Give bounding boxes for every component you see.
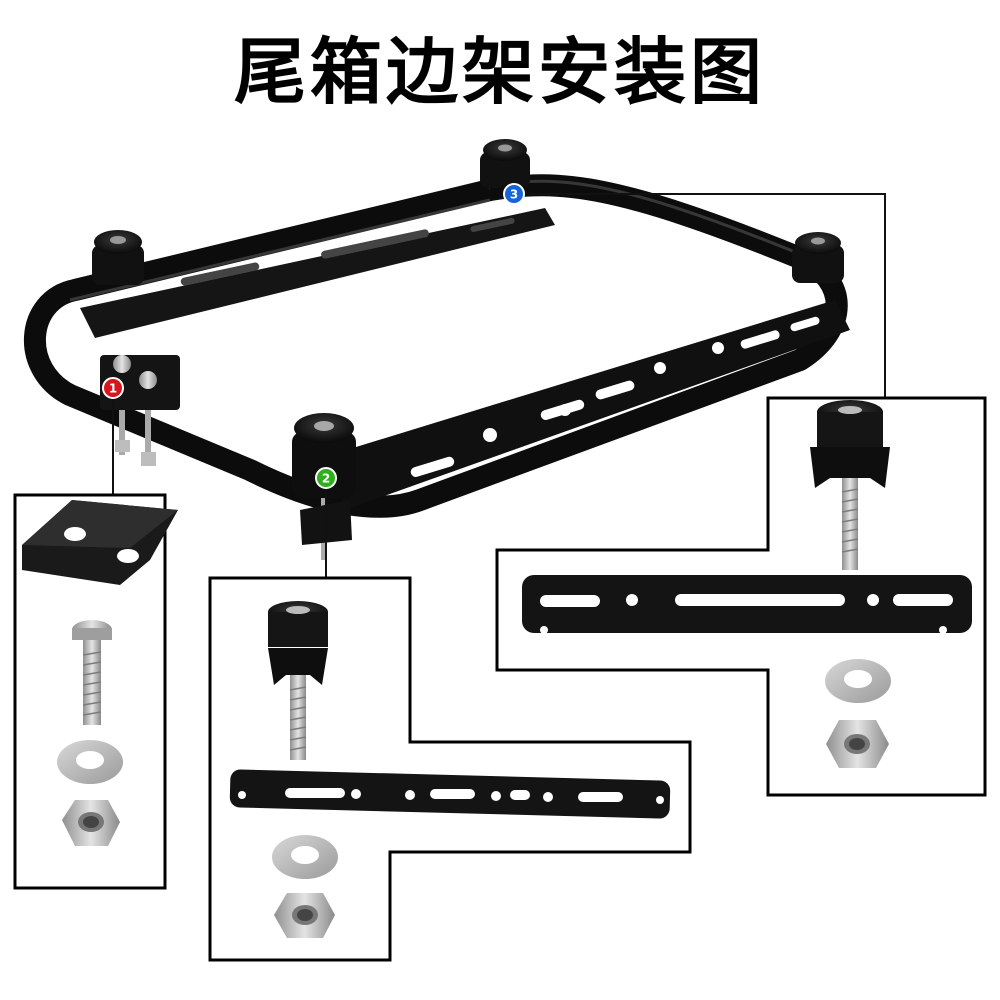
frame-knob [792,232,844,283]
marker-label: 3 [510,188,518,202]
marker-badge-3: 3 [503,183,525,205]
washer-part [825,659,891,703]
mounting-plate-part [522,575,972,634]
washer-part [272,835,338,879]
marker-label: 1 [109,382,117,396]
detail-panel-clamp [13,493,178,890]
marker-label: 2 [322,472,330,486]
tube-frame [24,174,848,518]
washer-part [57,740,123,784]
marker-badge-2: 2 [315,467,337,489]
detail-panel-knob-short [208,576,692,962]
hex-nut-part [826,720,889,768]
rear-mounting-plate [80,208,555,338]
rack-frame [24,139,850,560]
knob-bolt-part [810,400,890,570]
callout-lines [112,193,886,578]
detail-panel-knob-long [495,396,987,797]
hex-bolt-part [72,620,112,725]
knob-bolt-part [268,601,328,760]
frame-knob [480,139,530,188]
frame-knob [92,230,144,285]
page-title: 尾箱边架安装图 [233,30,766,114]
hex-nut-part [274,893,335,938]
mounting-plate-part [229,769,671,819]
marker-badge-1: 1 [102,377,124,399]
hex-nut-part [62,800,120,846]
